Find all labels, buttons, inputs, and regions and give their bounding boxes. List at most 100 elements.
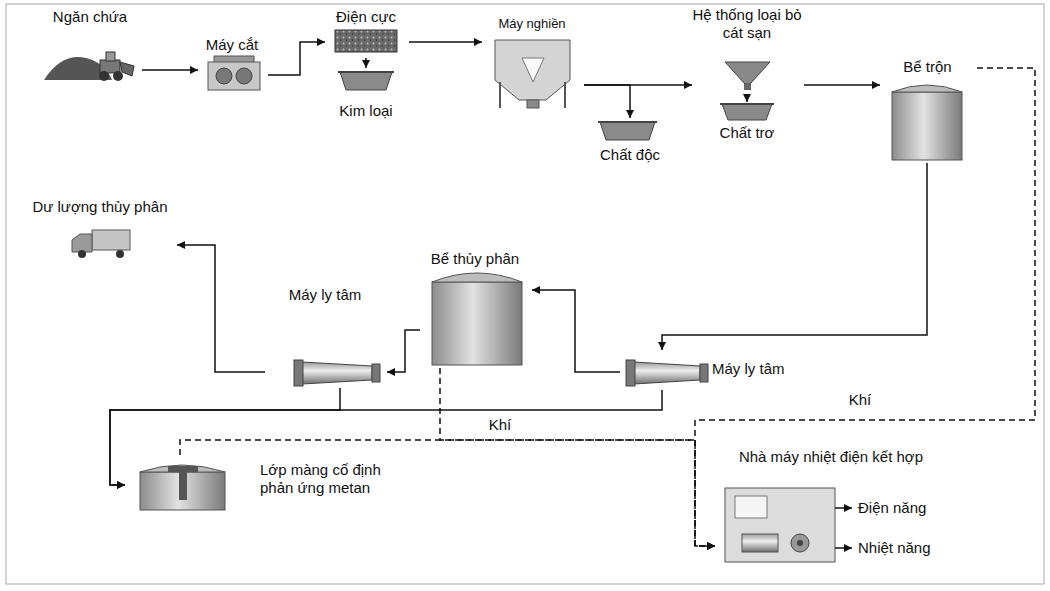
node-label: Bể trộn [880, 58, 975, 76]
flow-connector [365, 58, 367, 68]
metal-bin-icon [338, 72, 394, 90]
centrifuge-icon-part [634, 362, 700, 384]
node-label: Máy ly tâm [265, 286, 385, 304]
mill-silo-icon-part [527, 100, 539, 108]
node-label: Ngăn chứa [40, 8, 140, 26]
mill-silo-icon-part [499, 82, 501, 108]
centrifuge-icon [626, 360, 708, 386]
tank-node: Bể trộn [880, 58, 977, 163]
toxic-bin-icon [598, 122, 657, 140]
node-label: Chất độc [592, 146, 668, 164]
flow-connector [532, 290, 620, 372]
output-arrow-part [835, 547, 852, 549]
node-label: Máy nghiền [482, 16, 582, 32]
mill-silo-icon [495, 40, 570, 108]
chp-plant-icon [725, 488, 835, 562]
node-label: Điện cực [325, 8, 407, 26]
storage-pile-icon-part [113, 71, 123, 81]
chp-plant-icon-part [735, 496, 767, 518]
flow-connector [584, 85, 630, 118]
centrifuge-icon-part [294, 360, 303, 386]
node-label: Nhà máy nhiệt điện kết hợp [715, 448, 947, 466]
node-label: Máy ly tâm [712, 360, 817, 378]
node-label: Dư lượng thủy phân [25, 198, 175, 216]
flow-connector [177, 245, 265, 372]
output-bin-node: Kim loại [330, 68, 404, 122]
chp-plant-icon-part [797, 540, 803, 546]
flow-connector [746, 94, 748, 102]
chp-plant-icon-part [791, 534, 809, 552]
shredder-icon-part [208, 62, 260, 90]
hydrolysis-tank-icon-part [432, 282, 522, 365]
mill-silo-icon-part [564, 82, 566, 108]
truck-icon [72, 230, 130, 258]
grit-funnel-icon [725, 62, 770, 90]
storage-pile-icon-part [100, 60, 120, 73]
electrode-icon [335, 30, 397, 52]
chp-plant-icon-part [742, 534, 778, 552]
flow-connector [804, 84, 880, 86]
chp-plant-icon-part [725, 488, 835, 562]
gas-connector [440, 368, 715, 546]
grit-removal-node: Hệ thống loại bỏ cát sạn [692, 6, 804, 94]
hydrolysis-tank-icon [432, 273, 522, 365]
flow-connector [584, 84, 692, 86]
mixing-tank-icon-part [892, 92, 962, 160]
flow-connector [110, 390, 662, 485]
flow-connector [387, 330, 420, 372]
truck-icon-part [116, 250, 124, 258]
output-label: Điện năng [856, 499, 928, 517]
centrifuge-icon [294, 360, 380, 386]
edge-label: Khí [487, 416, 514, 434]
output-arrow-part [835, 507, 852, 509]
methane-reactor-icon [140, 465, 225, 510]
centrifuge-icon-part [372, 364, 380, 382]
node-label: Hệ thống loại bỏ cát sạn [692, 6, 802, 42]
shredder-icon-part [236, 68, 252, 84]
truck-icon-part [72, 234, 92, 252]
mill-silo-icon-part [522, 58, 544, 82]
flow-connector [409, 41, 482, 43]
gas-connector [695, 68, 1035, 546]
centrifuge-icon-part [700, 364, 708, 382]
electrode-node: Điện cực [325, 8, 409, 58]
centrifuge-icon-part [626, 360, 635, 386]
inert-bin-icon [720, 104, 774, 120]
mixing-tank-icon-part [892, 85, 962, 92]
edge-label: Khí [847, 391, 874, 409]
shredder-node: Máy cắt [198, 36, 268, 92]
frame [6, 4, 1044, 584]
shredder-icon-part [216, 68, 232, 84]
centrifuge-icon-part [302, 362, 372, 384]
centrifuge-node: Máy ly tâm [620, 350, 820, 390]
storage-node: Ngăn chứa [40, 8, 142, 83]
storage-pile-icon-part [99, 71, 109, 81]
shredder-icon [208, 56, 260, 90]
truck-icon-part [78, 250, 86, 258]
storage-pile-icon-part [106, 52, 115, 61]
methane-reactor-node: Lớp màng cố định phản ứng metan [125, 455, 415, 511]
methane-reactor-icon-part [179, 470, 187, 500]
grit-funnel-icon-part [725, 62, 770, 84]
toxic-bin-icon-part [600, 122, 655, 140]
truck-icon-part [92, 230, 130, 250]
output-arrow [835, 508, 852, 548]
node-label: Kim loại [330, 102, 402, 120]
tank-node: Bể thủy phân [420, 250, 532, 368]
hydrolysis-tank-icon-part [432, 273, 522, 282]
grit-funnel-icon-part [744, 84, 751, 90]
output-bin-node: Chất trơ [712, 102, 784, 144]
electrode-icon-part [335, 30, 397, 52]
node-label: Chất trơ [712, 124, 782, 142]
inert-bin-icon-part [720, 103, 774, 105]
mixing-tank-icon [892, 85, 962, 160]
flow-connector [268, 42, 325, 75]
residue-truck-node: Dư lượng thủy phân [25, 198, 177, 260]
mill-node: Máy nghiền [482, 16, 584, 110]
toxic-bin-icon-part [598, 121, 657, 123]
node-label: Máy cắt [198, 36, 266, 54]
output-label: Nhiệt năng [856, 539, 933, 557]
output-bin-node: Chất độc [592, 118, 670, 168]
